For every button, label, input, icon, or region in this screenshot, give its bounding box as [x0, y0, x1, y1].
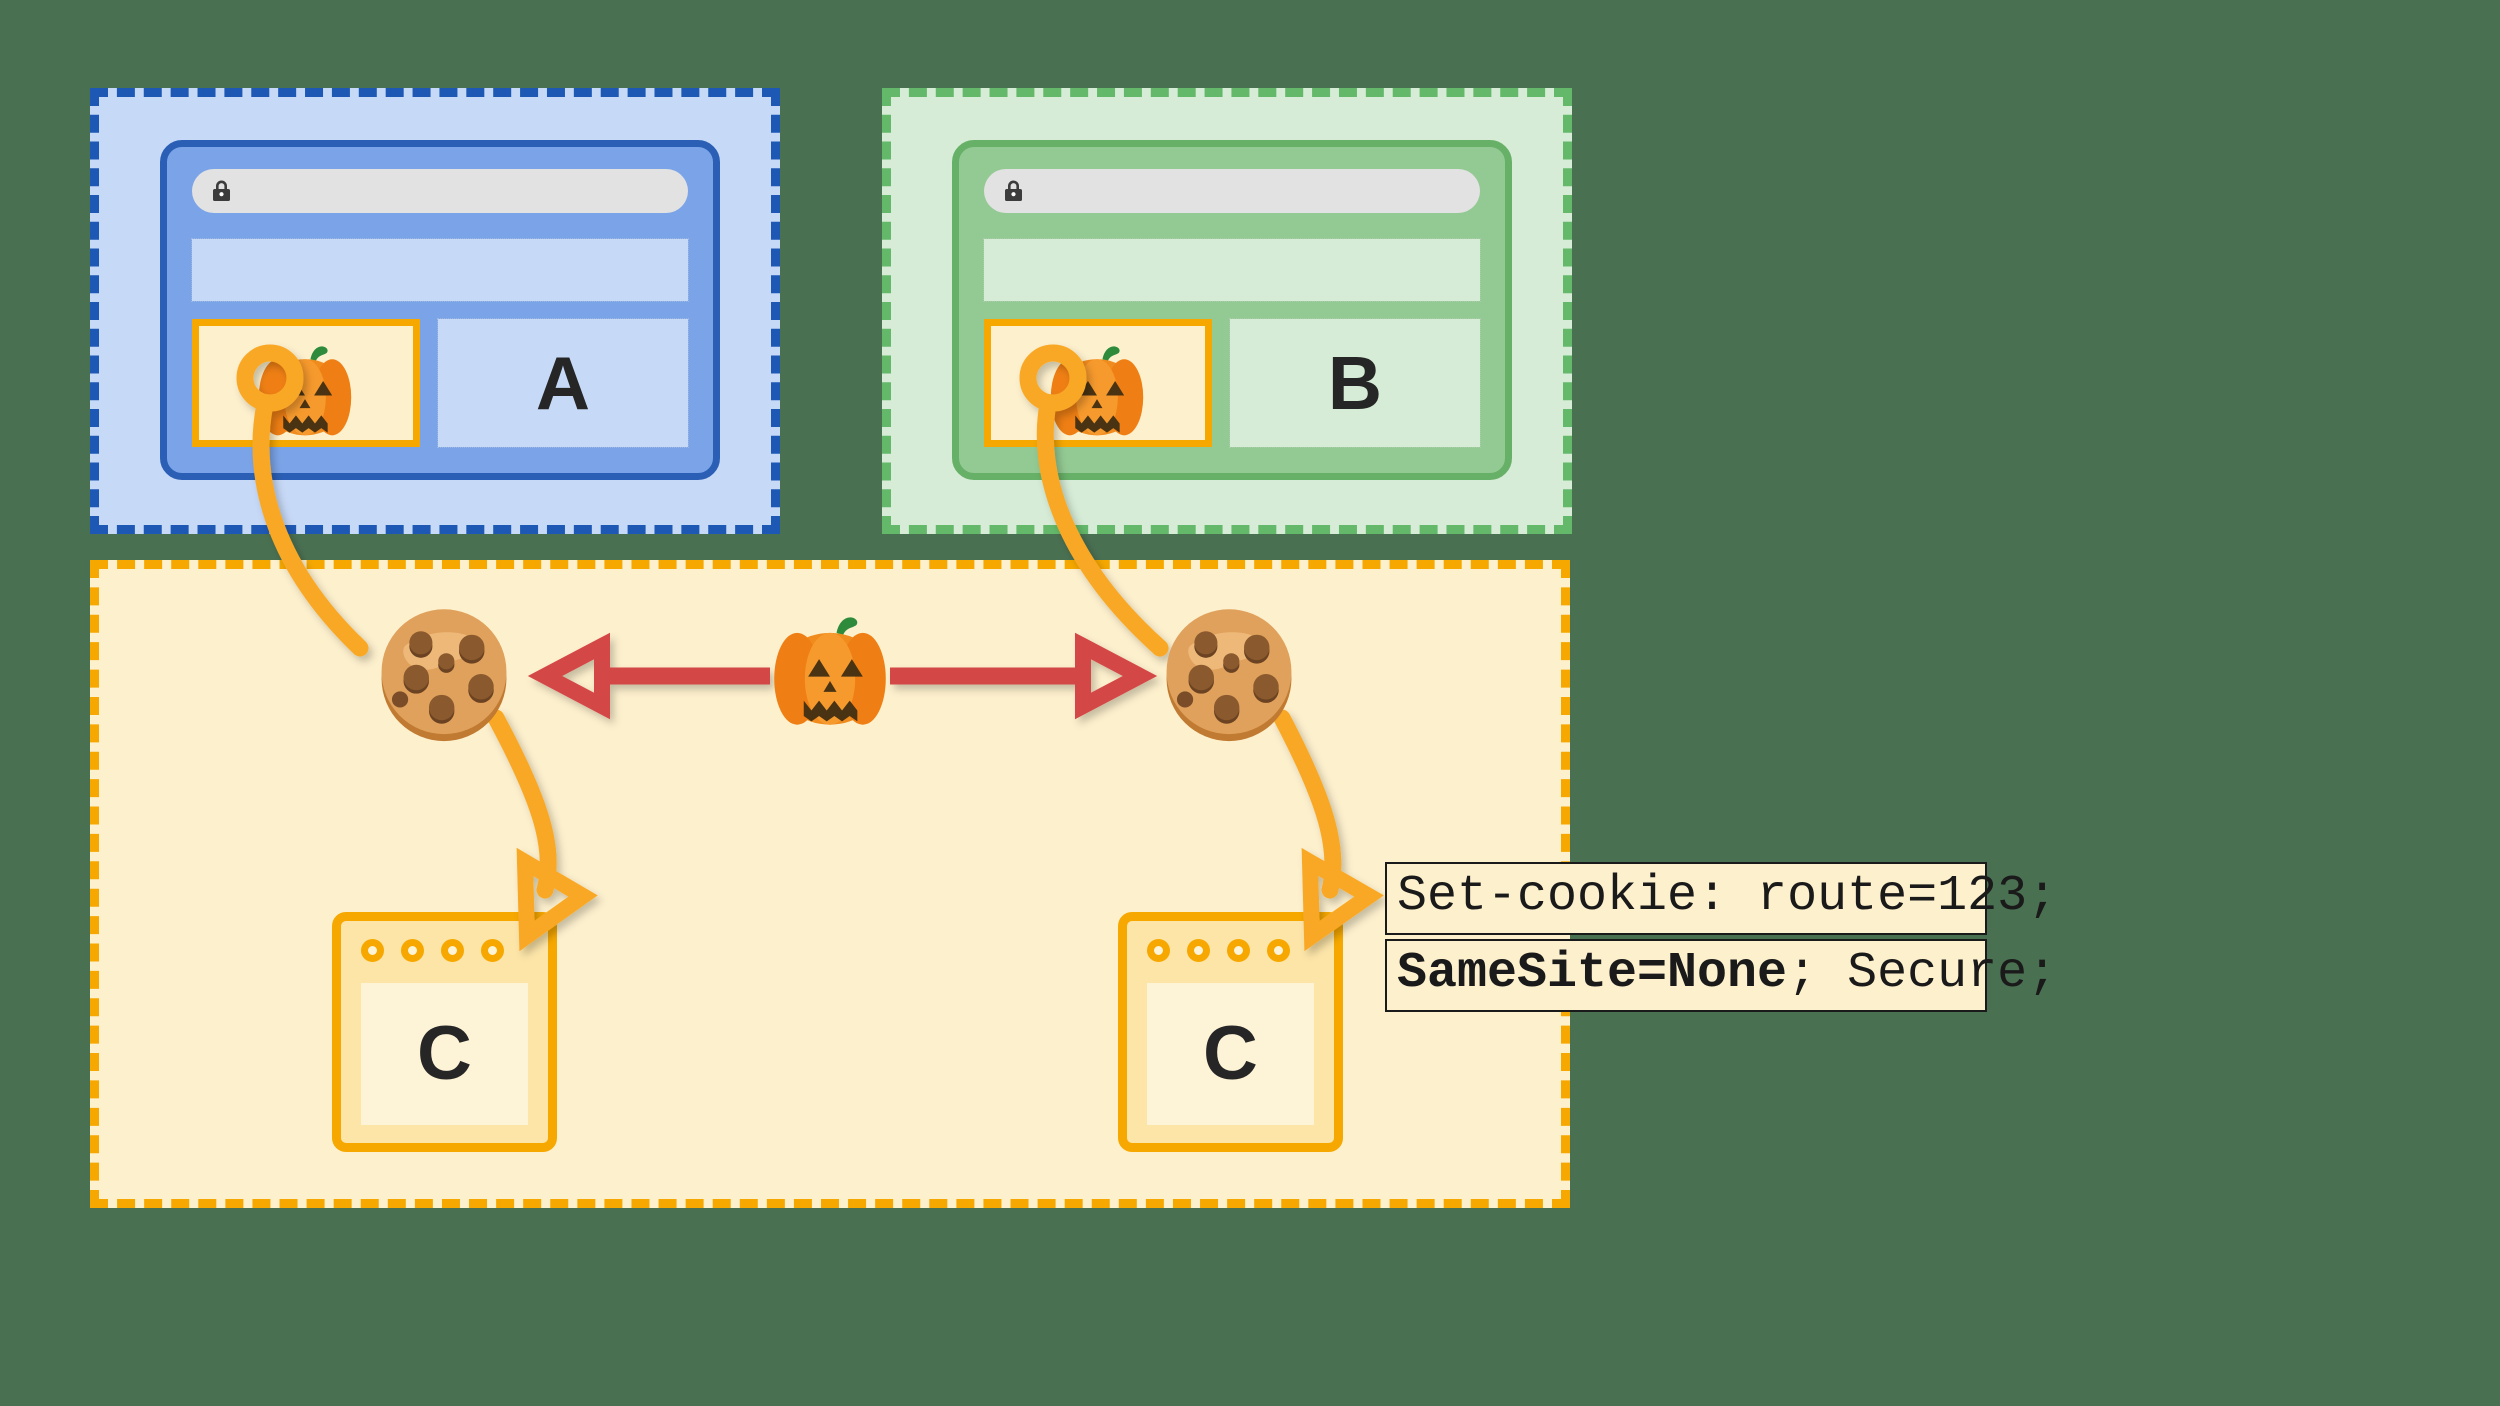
lock-icon	[213, 180, 230, 201]
server-dot	[481, 939, 504, 962]
cookie-icon	[1166, 609, 1292, 742]
content-row-b: B	[984, 318, 1481, 448]
iframe-embed-b	[984, 319, 1212, 447]
cookie-icon	[381, 609, 507, 742]
set-cookie-line-1: Set-cookie: route=123;	[1385, 862, 2057, 935]
server-letter: C	[417, 1011, 472, 1096]
set-cookie-label: Set-cookie: route=123; SameSite=None; Se…	[1385, 862, 2057, 1016]
site-letter-a: A	[535, 340, 591, 425]
server-dot	[1267, 939, 1290, 962]
server-c-left: C	[332, 912, 557, 1152]
content-row-a: A	[192, 318, 689, 448]
server-c-right: C	[1118, 912, 1343, 1152]
server-dot	[361, 939, 384, 962]
server-screen: C	[361, 983, 528, 1125]
set-cookie-line-2: SameSite=None; Secure;	[1385, 939, 2057, 1012]
samesite-secure-token: ; Secure;	[1787, 945, 2058, 1002]
lock-icon	[1005, 180, 1022, 201]
content-panel-a: A	[437, 318, 689, 448]
samesite-none-token: SameSite=None	[1397, 945, 1788, 1002]
pumpkin-icon	[774, 617, 886, 725]
content-band-a	[191, 238, 689, 302]
server-dot	[1227, 939, 1250, 962]
browser-window-b: B	[952, 140, 1512, 480]
server-dot	[441, 939, 464, 962]
server-screen: C	[1147, 983, 1314, 1125]
iframe-embed-a	[192, 319, 420, 447]
url-bar-a[interactable]	[192, 169, 688, 213]
server-letter: C	[1203, 1011, 1258, 1096]
browser-window-a: A	[160, 140, 720, 480]
server-dots	[1147, 939, 1290, 962]
server-dot	[1147, 939, 1170, 962]
server-dot	[1187, 939, 1210, 962]
content-panel-b: B	[1229, 318, 1481, 448]
server-dots	[361, 939, 504, 962]
server-dot	[401, 939, 424, 962]
url-bar-b[interactable]	[984, 169, 1480, 213]
pumpkin-icon	[1050, 346, 1144, 436]
site-letter-b: B	[1327, 340, 1383, 425]
pumpkin-icon	[258, 346, 352, 436]
content-band-b	[983, 238, 1481, 302]
